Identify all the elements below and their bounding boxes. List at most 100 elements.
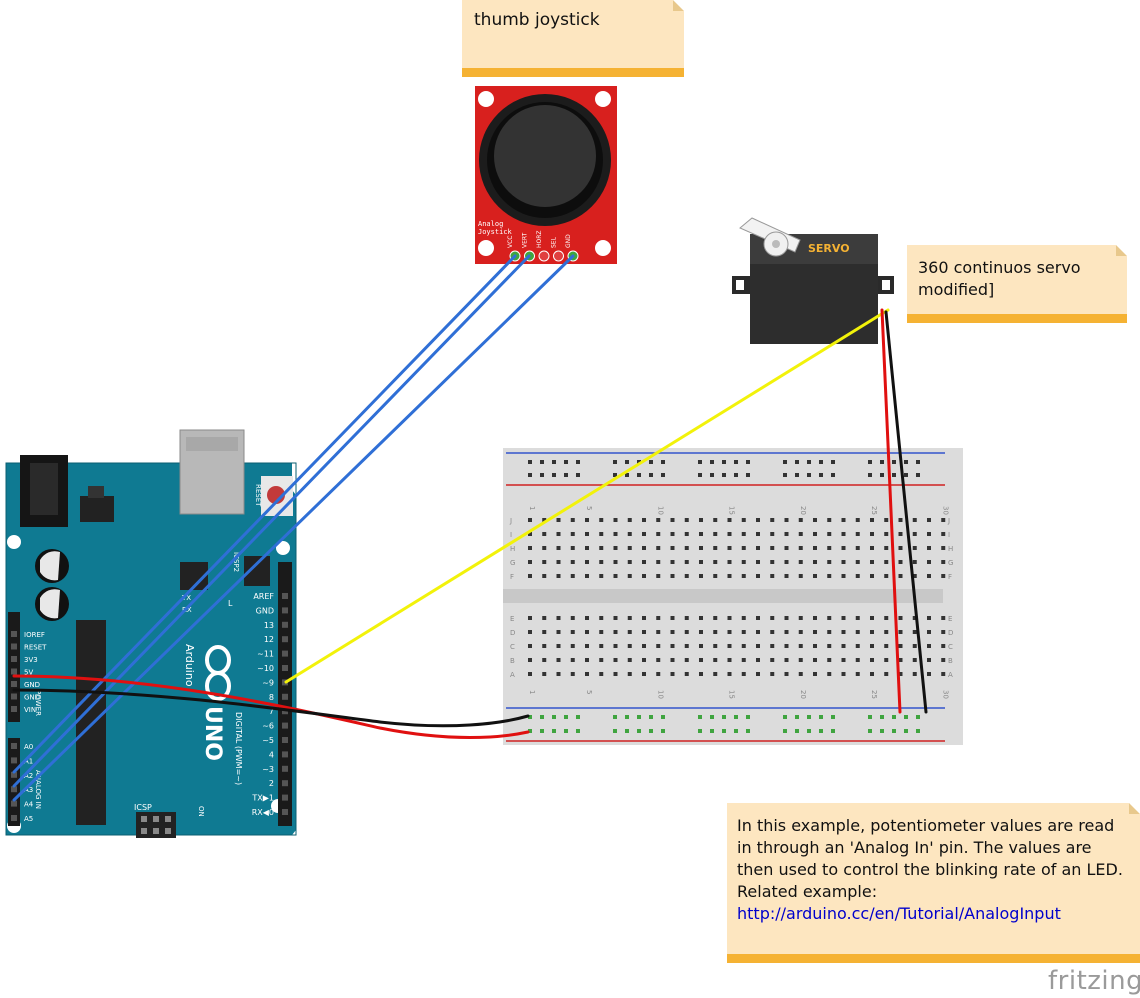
rail-hole-connected: [868, 715, 872, 719]
breadboard-hole: [670, 616, 675, 620]
digital-pin: [282, 751, 288, 758]
breadboard-hole: [599, 532, 604, 536]
breadboard-hole: [713, 644, 718, 648]
rail-hole-connected: [625, 715, 629, 719]
atmega-chip: [76, 620, 106, 825]
servo-motor[interactable]: SERVO: [732, 217, 894, 344]
breadboard-hole: [898, 560, 903, 564]
breadboard-hole: [912, 560, 917, 564]
rail-hole-connected: [746, 715, 750, 719]
rail-hole-connected: [528, 715, 532, 719]
digital-pin-label: 4: [269, 750, 274, 759]
wire-joystick-vcc[interactable]: [12, 254, 517, 774]
row-letter: D: [948, 629, 953, 637]
wire-servo-ground[interactable]: [884, 310, 928, 714]
breadboard-hole: [870, 532, 874, 536]
breadboard-hole: [927, 532, 931, 536]
breadboard-hole: [770, 546, 775, 550]
analog-pin-label: A4: [24, 801, 34, 809]
rail-hole: [807, 460, 811, 464]
power-pin-label: VIN: [24, 706, 36, 714]
tutorial-link[interactable]: http://arduino.cc/en/Tutorial/AnalogInpu…: [737, 904, 1061, 923]
breadboard-hole: [827, 518, 832, 522]
rail-hole-connected: [734, 729, 738, 733]
breadboard-hole: [756, 546, 760, 550]
icsp-label: ICSP: [134, 803, 152, 812]
rail-hole-connected: [540, 715, 544, 719]
breadboard-hole: [627, 532, 632, 536]
breadboard-hole: [884, 560, 889, 564]
row-letter: E: [948, 615, 952, 623]
column-number: 15: [728, 690, 736, 699]
rail-hole-connected: [819, 715, 823, 719]
wire-servo-signal[interactable]: [284, 308, 890, 684]
breadboard-hole: [855, 560, 860, 564]
arduino-uno-board[interactable]: RESET ICSP2 TX RX L Arduino UNO DIGITAL …: [5, 429, 297, 838]
rail-hole: [916, 473, 920, 477]
breadboard-hole: [613, 518, 618, 522]
breadboard-hole: [585, 518, 589, 522]
breadboard-hole: [656, 518, 661, 522]
breadboard-hole: [841, 644, 846, 648]
breadboard-hole: [556, 672, 561, 676]
breadboard-hole: [784, 532, 789, 536]
column-number: 20: [799, 690, 807, 699]
analog-pin-label: A5: [24, 815, 33, 823]
joystick-cap[interactable]: [494, 105, 596, 207]
breadboard-hole: [713, 672, 718, 676]
breadboard-center-channel: [503, 589, 943, 603]
rail-hole: [613, 460, 617, 464]
breadboard-hole: [542, 518, 547, 522]
column-number: 25: [870, 506, 878, 515]
power-pin-label: GND: [24, 694, 40, 702]
row-letter: B: [510, 657, 515, 665]
breadboard-hole: [570, 574, 575, 578]
wire-servo-power[interactable]: [880, 308, 902, 714]
note-servo-line1: 360 continuos servo: [918, 258, 1081, 277]
analog-pin: [11, 771, 17, 778]
breadboard-hole: [898, 644, 903, 648]
breadboard-hole: [941, 546, 946, 550]
breadboard-hole: [941, 532, 946, 536]
breadboard-hole: [727, 574, 732, 578]
breadboard-connected-holes: [528, 715, 920, 733]
brand-text: Arduino: [183, 644, 196, 687]
wire-joystick-gnd[interactable]: [12, 254, 575, 802]
icsp2-label: ICSP2: [232, 552, 240, 572]
rail-hole-connected: [649, 729, 653, 733]
rail-hole: [783, 460, 787, 464]
breadboard-hole: [627, 672, 632, 676]
breadboard-hole: [756, 644, 760, 648]
breadboard-hole: [642, 658, 646, 662]
breadboard-hole: [713, 630, 718, 634]
breadboard-hole: [884, 574, 889, 578]
power-pin: [11, 631, 17, 637]
breadboard-hole: [727, 630, 732, 634]
icsp-header: [136, 812, 176, 838]
breadboard-hole: [855, 672, 860, 676]
note-fold: [673, 0, 684, 11]
rail-hole-connected: [880, 715, 884, 719]
breadboard-hole: [841, 574, 846, 578]
wire-5v[interactable]: [12, 674, 530, 739]
breadboard-hole: [599, 644, 604, 648]
rail-hole-connected: [916, 715, 920, 719]
analog-pin: [11, 757, 17, 764]
breadboard-hole: [570, 658, 575, 662]
breadboard-hole: [827, 630, 832, 634]
analog-pin-label: A1: [24, 757, 33, 765]
note-bar: [727, 954, 1140, 963]
breadboard-hole: [727, 532, 732, 536]
wire-gnd[interactable]: [12, 688, 530, 728]
breadboard-hole: [684, 644, 689, 648]
breadboard-hole: [756, 658, 760, 662]
breadboard-hole: [599, 658, 604, 662]
breadboard-hole: [528, 574, 532, 578]
wire-joystick-vert[interactable]: [12, 254, 531, 788]
breadboard-hole: [841, 658, 846, 662]
breadboard-hole: [585, 574, 589, 578]
breadboard-hole: [870, 574, 874, 578]
breadboard-hole: [627, 658, 632, 662]
